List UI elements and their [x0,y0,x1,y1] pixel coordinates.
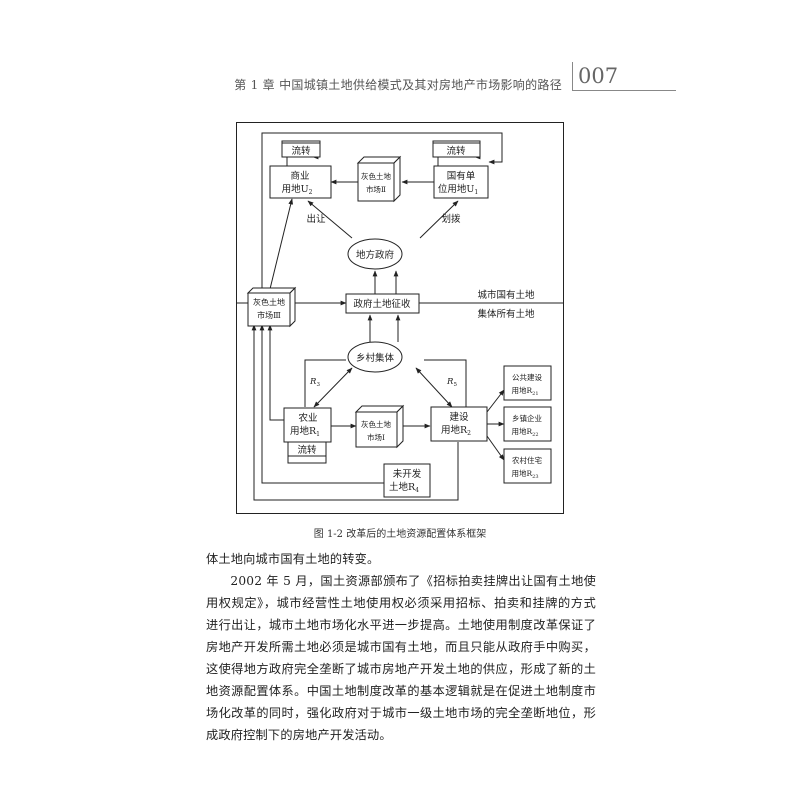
liuzhuan-box-top-right [432,142,481,158]
grey1-line1: 灰色土地 [361,419,391,429]
figure-caption: 图 1-2 改革后的土地资源配置体系框架 [313,529,487,540]
paragraph-2: 2002 年 5 月，国土资源部颁布了《招标拍卖挂牌出让国有土地使用权规定》，城… [206,574,596,742]
grey2-line2: 市场Ⅱ [366,184,386,194]
public-line2: 用地R21 [511,385,538,397]
housing-line2: 用地R23 [511,468,538,480]
header-underline [572,90,676,91]
node-public [503,365,552,401]
construction-line1: 建设 [449,411,469,423]
stateunit-line2: 位用地U1 [438,183,478,196]
node-construction [430,406,488,442]
undeveloped-line2: 土地R4 [389,481,419,494]
label-urban-state-land: 城市国有土地 [477,289,535,301]
node-grey2 [357,162,395,202]
label-huabo: 划拨 [441,213,461,225]
label-collective-land: 集体所有土地 [477,308,535,320]
grey1-line2: 市场Ⅰ [367,432,385,442]
label-liuzhuan-1: 流转 [291,145,311,157]
node-stateunit [433,165,489,199]
label-r3: R3 [309,377,320,388]
chapter-title: 第 1 章 中国城镇土地供给模式及其对房地产市场影响的路径 [234,78,562,92]
grey3-line1: 灰色土地 [253,297,285,307]
liuzhuan-box-top-left [281,142,321,158]
commercial-line2: 用地U2 [282,183,313,196]
node-localgov [347,238,403,270]
page-number: 007 [578,64,619,88]
node-grey1 [355,411,398,448]
node-govland [345,293,420,314]
body-text: 体土地向城市国有土地的转变。 2002 年 5 月，国土资源部颁布了《招标拍卖挂… [206,548,596,746]
agri-line1: 农业 [298,412,317,424]
node-agri [283,407,332,443]
figure-frame [236,122,564,514]
undeveloped-line1: 未开发 [393,468,422,480]
page-header: 第 1 章 中国城镇土地供给模式及其对房地产市场影响的路径 007 [0,62,800,92]
construction-line2: 用地R2 [441,424,471,437]
localgov-text: 地方政府 [356,249,395,261]
village-text: 乡村集体 [356,352,395,364]
node-undeveloped [383,463,431,498]
housing-line1: 农村住宅 [512,455,542,465]
agri-line2: 用地R1 [290,425,320,438]
node-grey3 [247,292,291,327]
grey3-line2: 市场Ⅲ [257,310,281,320]
label-liuzhuan-3: 流转 [297,444,317,456]
node-township [503,406,552,442]
paragraph-1: 体土地向城市国有土地的转变。 [206,552,380,566]
node-commercial [269,165,332,199]
township-line1: 乡镇企业 [512,413,542,423]
label-r5: R5 [446,377,457,388]
label-liuzhuan-2: 流转 [446,145,466,157]
township-line2: 用地R22 [511,426,538,438]
node-housing [503,448,552,484]
public-line1: 公共建设 [512,372,542,382]
liuzhuan-box-bottom [287,441,327,457]
stateunit-line1: 国有单 [447,170,476,182]
label-churang: 出让 [306,213,326,225]
govland-text: 政府土地征收 [353,298,411,310]
header-divider [572,62,573,90]
node-village [347,341,403,373]
commercial-line1: 商业 [290,170,309,182]
grey2-line1: 灰色土地 [361,171,391,181]
